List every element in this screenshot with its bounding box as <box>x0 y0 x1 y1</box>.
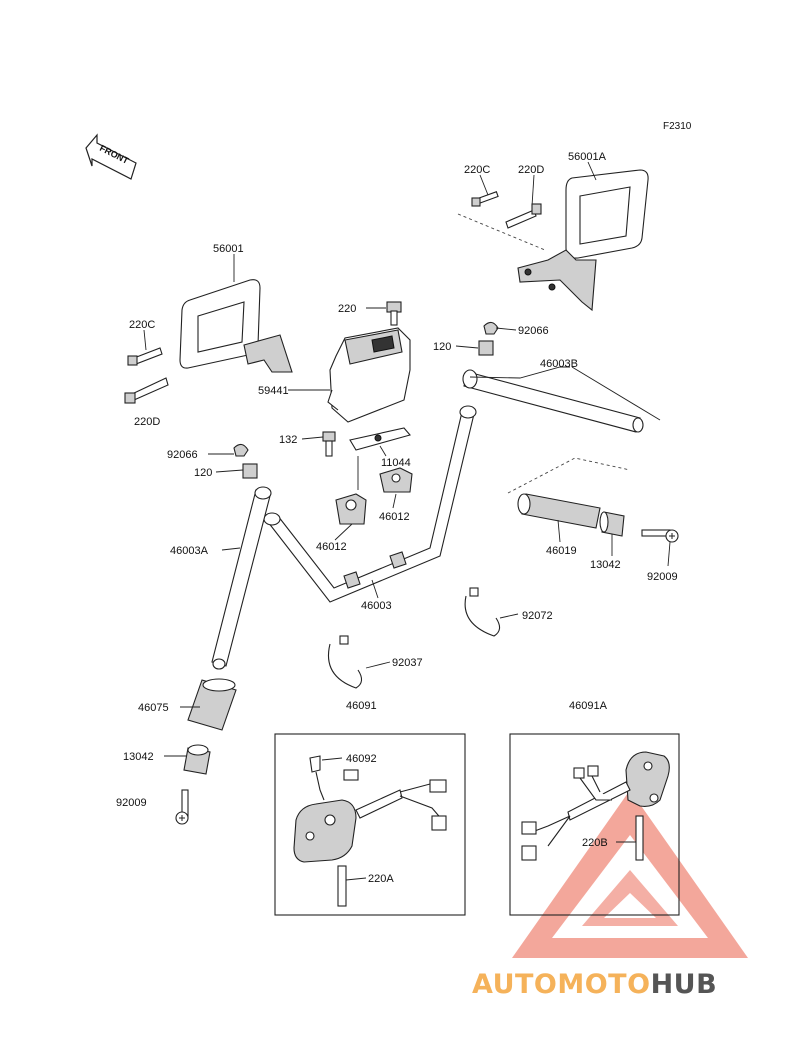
weight-13042-right-drawing <box>599 511 625 537</box>
label-220d-top: 220D <box>518 164 544 176</box>
label-92037: 92037 <box>392 657 423 669</box>
label-220: 220 <box>338 303 356 315</box>
label-46019: 46019 <box>546 545 577 557</box>
label-132: 132 <box>279 434 297 446</box>
holder-46012-right-drawing <box>379 467 413 493</box>
part-labels: 220C 220D 56001A 56001 220C 220D 220 920… <box>116 151 678 885</box>
label-46075: 46075 <box>138 702 169 714</box>
screw-220-drawing <box>386 301 402 326</box>
screw-220c-top-drawing <box>471 191 499 207</box>
bolt-120-right-drawing <box>478 340 494 356</box>
label-92009-left: 92009 <box>116 797 147 809</box>
label-92072: 92072 <box>522 610 553 622</box>
label-120-right: 120 <box>433 341 451 353</box>
watermark-text: AUTOMOTOHUB <box>472 969 717 1000</box>
label-13042-right: 13042 <box>590 559 621 571</box>
label-59441: 59441 <box>258 385 289 397</box>
band-92037-drawing <box>328 635 363 689</box>
screw-220d-top-drawing <box>505 203 542 229</box>
handlebar-46003-drawing <box>263 405 477 603</box>
label-46003: 46003 <box>361 600 392 612</box>
figure-code: F2310 <box>663 121 692 132</box>
watermark-logo <box>512 790 748 958</box>
leader-lines <box>143 161 671 881</box>
screw-220c-left-drawing <box>127 347 163 366</box>
screw-92009-left-drawing <box>175 789 189 825</box>
label-92066-left: 92066 <box>167 449 198 461</box>
label-46003b: 46003B <box>540 358 578 370</box>
label-13042-left: 13042 <box>123 751 154 763</box>
cap-92066-right-drawing <box>483 321 499 335</box>
handlebar-cover-drawing <box>327 327 411 423</box>
front-arrow-icon: FRONT <box>85 133 137 180</box>
label-220b: 220B <box>582 837 608 849</box>
screw-220d-left-drawing <box>124 377 169 404</box>
label-220c-left: 220C <box>129 319 155 331</box>
label-220c-top: 220C <box>464 164 490 176</box>
label-220d-left: 220D <box>134 416 160 428</box>
grip-46019-drawing <box>507 457 631 529</box>
label-120-left: 120 <box>194 467 212 479</box>
label-220a: 220A <box>368 873 394 885</box>
label-92066-right: 92066 <box>518 325 549 337</box>
label-11044: 11044 <box>381 457 411 469</box>
label-46091a: 46091A <box>569 700 608 712</box>
label-56001: 56001 <box>213 243 244 255</box>
label-46012-right: 46012 <box>379 511 410 523</box>
label-46091: 46091 <box>346 700 377 712</box>
bracket-11044-drawing <box>349 427 411 451</box>
label-46012-left: 46012 <box>316 541 347 553</box>
screw-92009-right-drawing <box>641 529 679 543</box>
label-92009-right: 92009 <box>647 571 678 583</box>
label-46003a: 46003A <box>170 545 209 557</box>
mirror-left-drawing <box>179 279 293 373</box>
holder-46012-left-drawing <box>335 493 367 525</box>
cap-92066-left-drawing <box>233 443 249 457</box>
weight-13042-left-drawing <box>183 744 211 775</box>
label-46092: 46092 <box>346 753 377 765</box>
grip-46075-drawing <box>187 678 237 731</box>
band-92072-drawing <box>464 587 501 637</box>
handlebar-right-46003b-drawing <box>462 369 644 433</box>
handlebar-left-46003a-drawing <box>211 486 272 670</box>
svg-text:AUTOMOTOHUB: AUTOMOTOHUB <box>472 969 717 1000</box>
label-56001a: 56001A <box>568 151 607 163</box>
bolt-120-left-drawing <box>242 463 258 479</box>
watermark-part1: AUTOMOTO <box>472 969 651 1000</box>
watermark-part2: HUB <box>651 969 718 1000</box>
bolt-132-drawing <box>322 431 336 457</box>
switch-46091-box <box>274 733 466 916</box>
mirror-right-drawing <box>457 169 649 312</box>
switch-46091a-box <box>509 733 680 916</box>
